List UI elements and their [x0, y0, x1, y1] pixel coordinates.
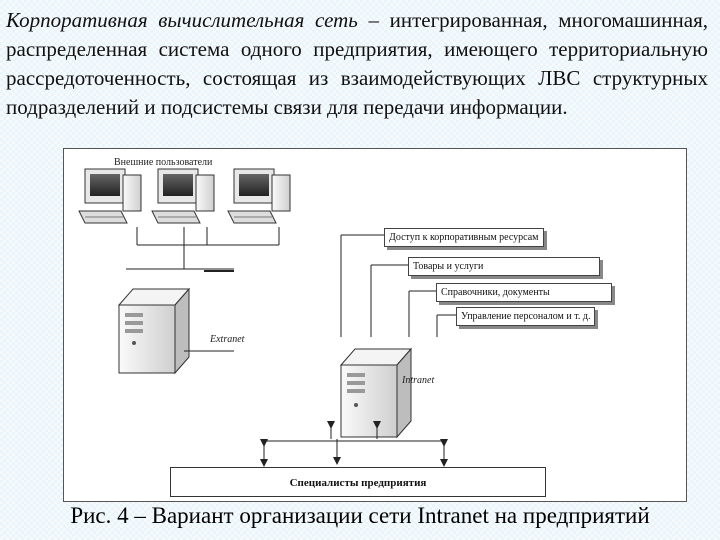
- resource-box-goods-services: Товары и услуги: [408, 257, 600, 276]
- intranet-label: Intranet: [402, 375, 435, 386]
- extranet-label: Extranet: [210, 334, 245, 345]
- specialists-box: Специалисты предприятия: [170, 467, 546, 497]
- network-diagram: Внешние пользователи Доступ к корпоратив…: [63, 148, 687, 502]
- workstation-icon: [151, 168, 215, 224]
- diagram-lines: [78, 168, 457, 467]
- definition-body: – интегрированная, многомашинная, распре…: [6, 8, 709, 119]
- definition-term: Корпоративная вычислительная сеть: [6, 8, 358, 32]
- intranet-server-icon: [339, 347, 413, 439]
- extranet-server-icon: [117, 287, 191, 375]
- workstation-icon: [227, 168, 291, 224]
- resource-box-hr-management: Управление персоналом и т. д.: [456, 307, 596, 326]
- workstation-icon: [78, 168, 142, 224]
- resource-box-corporate-access: Доступ к корпоративным ресурсам: [384, 228, 544, 247]
- external-users-label: Внешние пользователи: [114, 157, 213, 168]
- definition-paragraph: Корпоративная вычислительная сеть – инте…: [6, 6, 708, 122]
- figure-caption: Рис. 4 – Вариант организации сети Intran…: [70, 503, 650, 528]
- resource-box-references-documents: Справочники, документы: [436, 283, 612, 302]
